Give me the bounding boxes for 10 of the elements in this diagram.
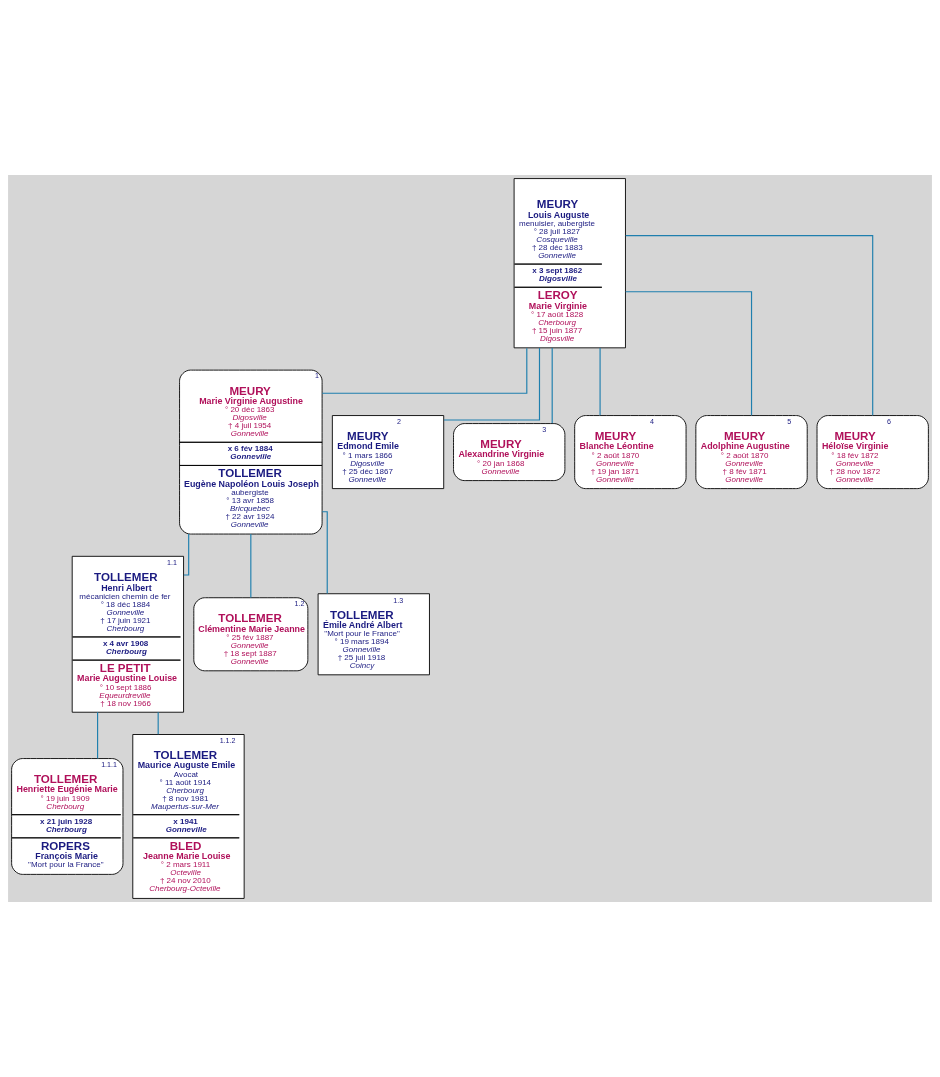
connector xyxy=(321,347,528,394)
connector xyxy=(97,711,99,759)
connector xyxy=(250,533,252,599)
connector xyxy=(157,711,159,735)
connector xyxy=(551,347,553,424)
connector xyxy=(443,347,541,421)
connector xyxy=(625,235,874,416)
connector xyxy=(183,533,190,576)
connector xyxy=(624,291,753,416)
connector xyxy=(599,347,601,416)
